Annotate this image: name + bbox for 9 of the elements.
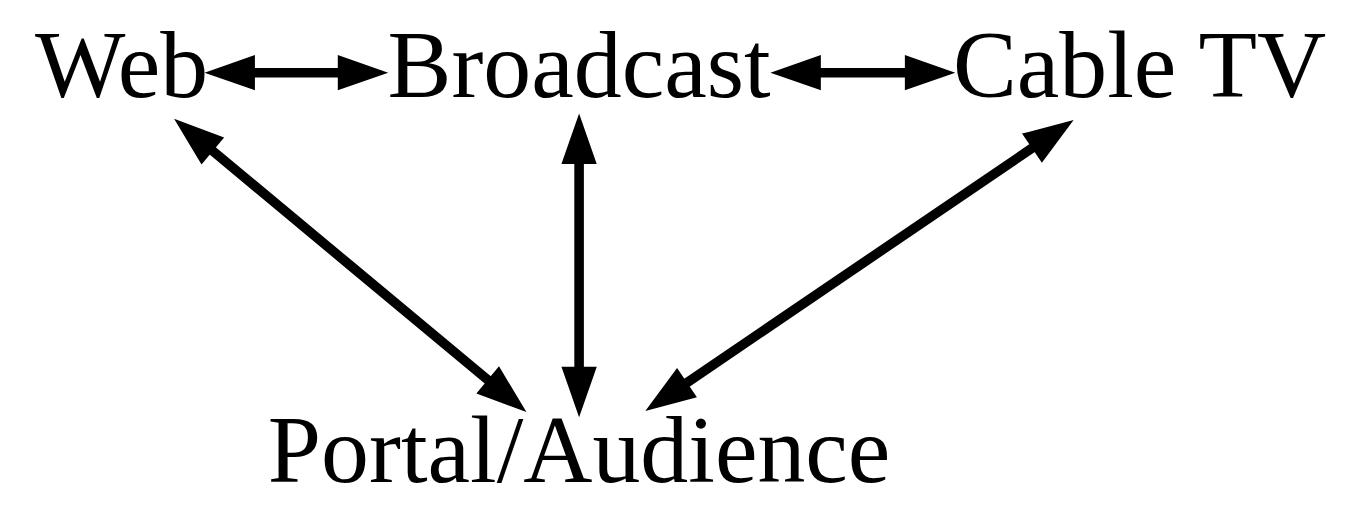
- arrow: [644, 119, 1074, 411]
- arrow: [173, 118, 526, 413]
- arrow: [769, 55, 955, 91]
- arrow: [560, 113, 597, 418]
- node-text: Portal/Audience: [267, 397, 890, 504]
- node-text: Broadcast: [387, 11, 771, 118]
- node-text: Web: [34, 11, 208, 118]
- node-text: Cable TV: [952, 11, 1326, 118]
- arrow: [204, 55, 388, 91]
